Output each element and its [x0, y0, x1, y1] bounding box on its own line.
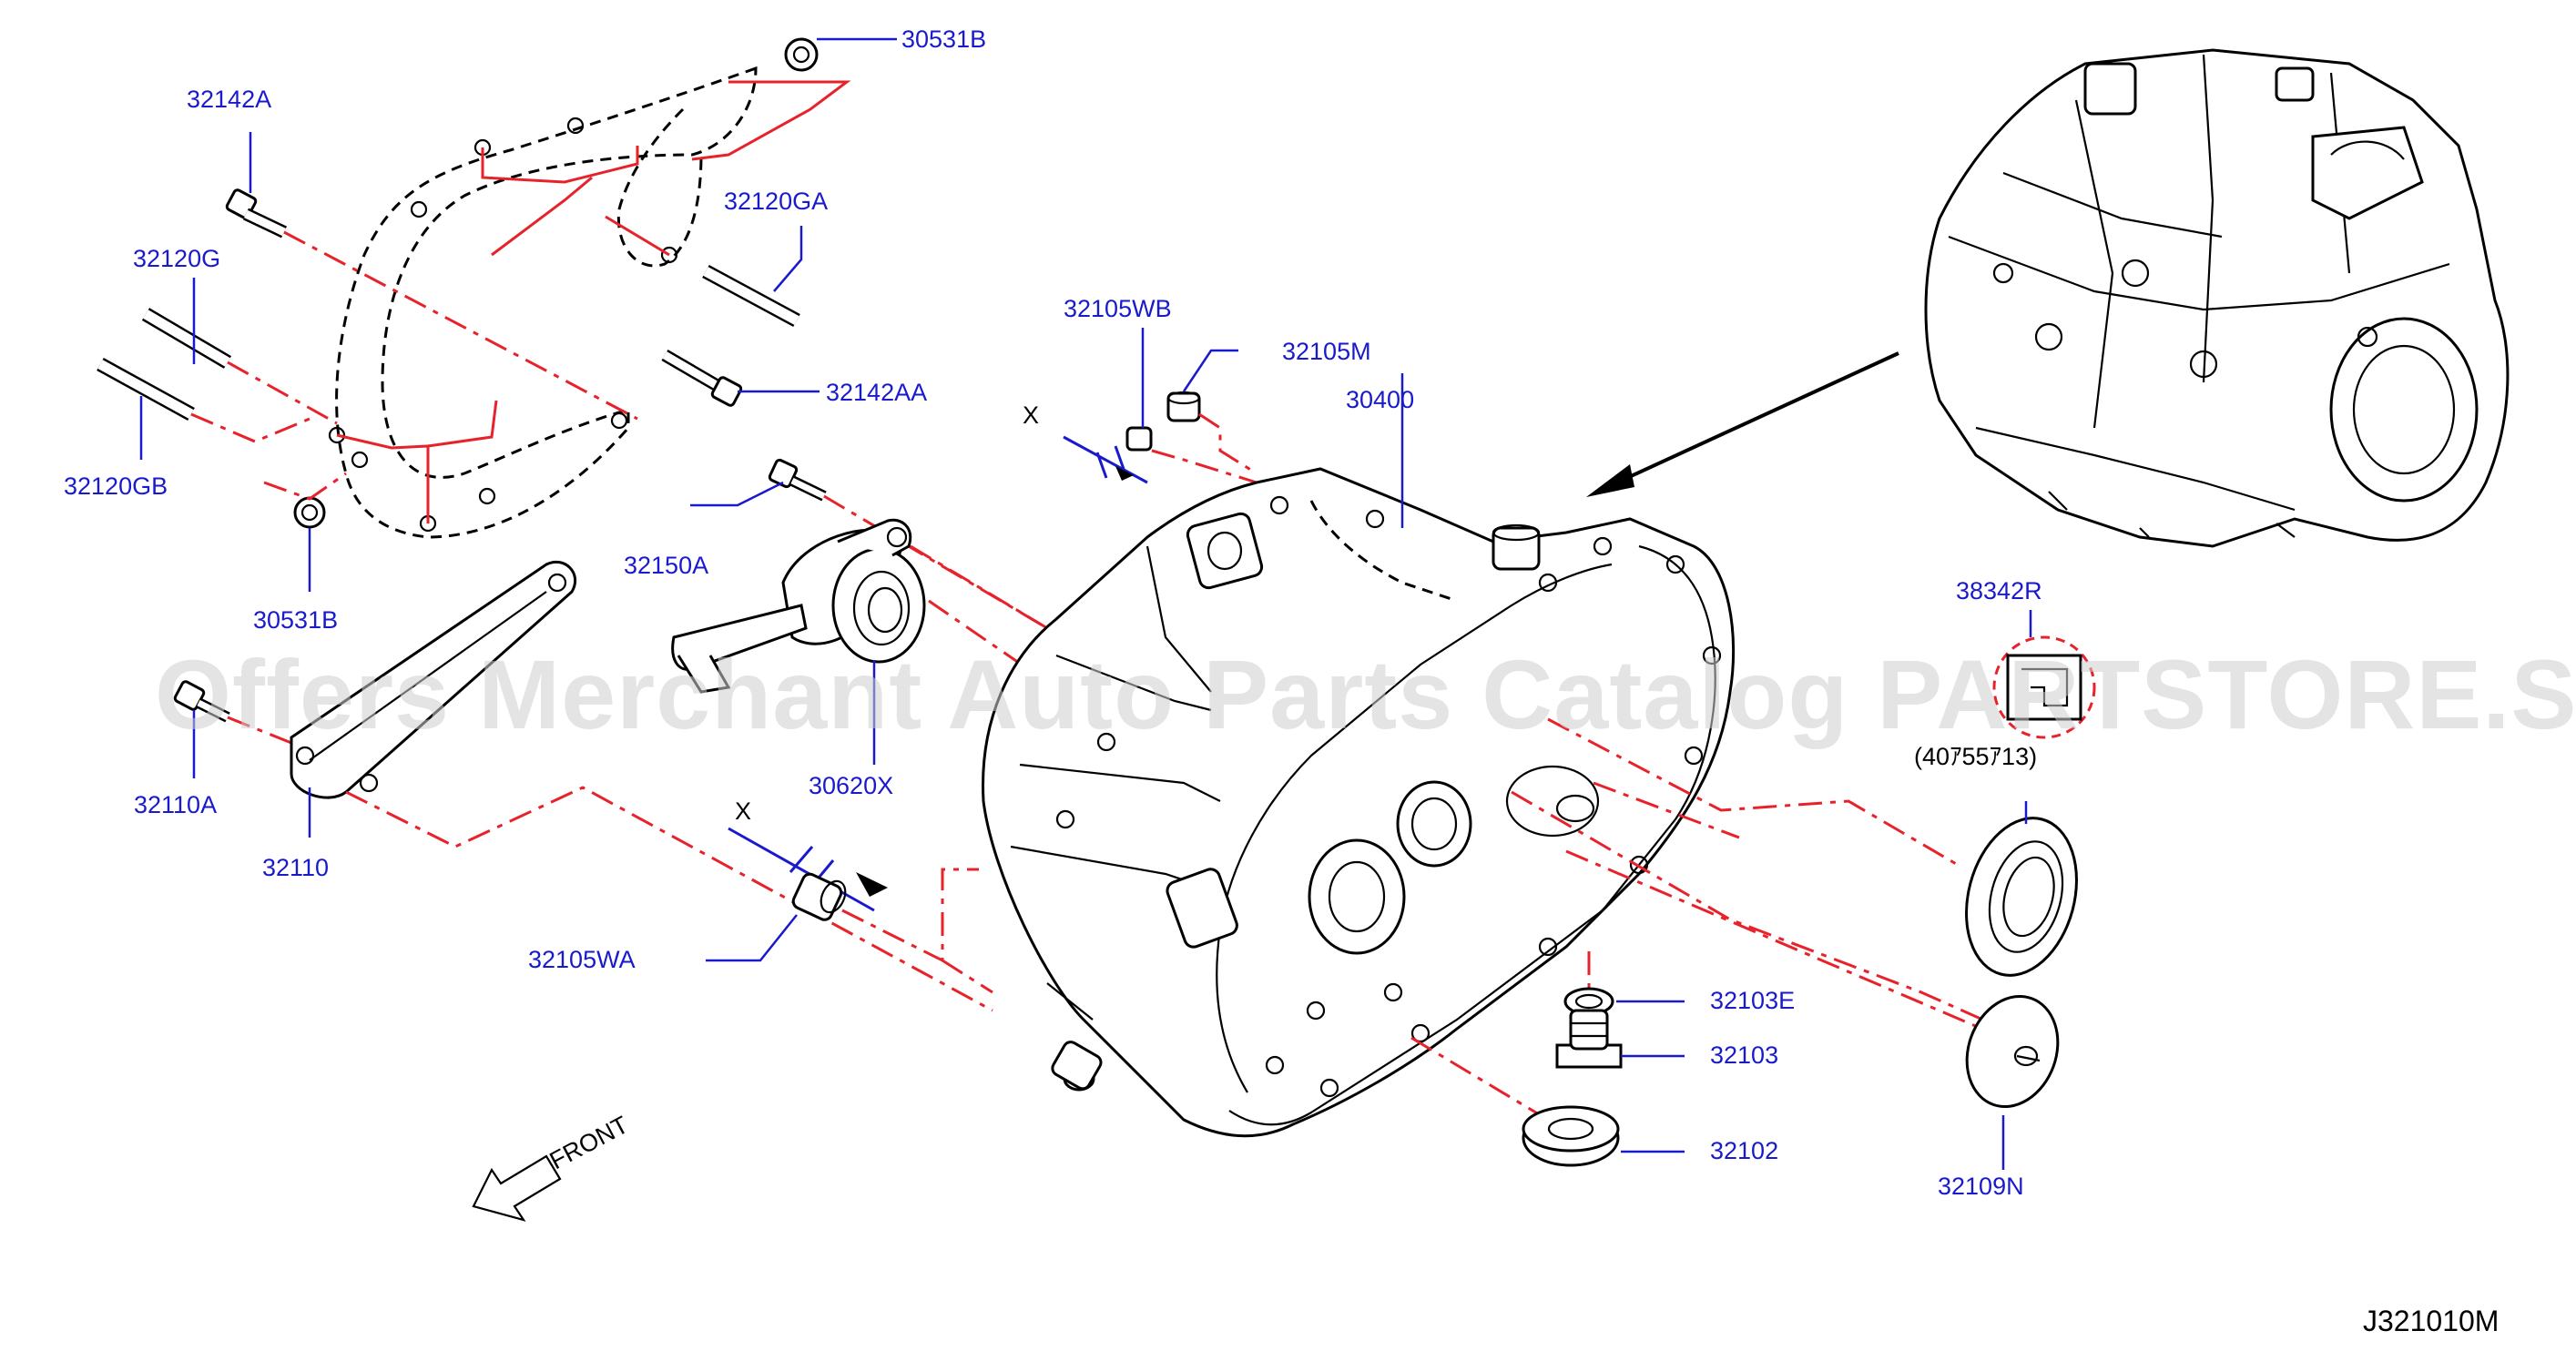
label-32110A: 32110A — [134, 791, 217, 818]
gasket-plate — [328, 66, 758, 539]
nut-30531B-top — [784, 37, 819, 72]
label-32142A: 32142A — [187, 86, 271, 113]
label-32120GA: 32120GA — [724, 188, 828, 215]
transmission-case-30400 — [982, 467, 1736, 1138]
stud-32120GB — [97, 357, 195, 422]
nut-30531B-bottom — [293, 496, 326, 529]
transmission-assembly-view — [1924, 48, 2510, 548]
label-30400: 30400 — [1346, 386, 1414, 413]
label-38342R-dimensions: (40ｱ55ｱ13) — [1914, 743, 2037, 770]
label-38342R: 38342R — [1956, 577, 2042, 604]
cap-32109N — [1965, 994, 2060, 1109]
bolt-32142A — [225, 188, 288, 239]
slave-cylinder-30620X — [671, 518, 926, 694]
label-32105M: 32105M — [1282, 338, 1371, 365]
watermark: Offers Merchant Auto Parts Catalog PARTS… — [155, 639, 2576, 749]
bolt-32150A — [768, 458, 827, 502]
front-indicator: FRONT — [472, 1111, 633, 1222]
label-x-top: X — [1023, 401, 1039, 429]
label-30531B-top: 30531B — [901, 25, 986, 53]
bolt-32110A — [173, 680, 230, 723]
oil-seal-38342R — [1965, 817, 2078, 977]
label-x-bottom: X — [735, 797, 751, 825]
label-32109N: 32109N — [1938, 1173, 2024, 1200]
stud-32120G — [141, 308, 232, 369]
label-32103E: 32103E — [1710, 987, 1795, 1014]
label-30531B-bottom: 30531B — [253, 606, 338, 634]
direction-arrow — [1586, 351, 1899, 497]
label-32103: 32103 — [1710, 1041, 1778, 1069]
plug-32105M — [1166, 391, 1201, 422]
label-32120G: 32120G — [133, 245, 220, 272]
x-dimension-top — [1063, 435, 1148, 484]
seal-38342R-detail — [1992, 635, 2096, 739]
bushing-32105WA — [791, 872, 847, 921]
label-32110: 32110 — [262, 854, 329, 881]
plug-32103 — [1555, 1009, 1623, 1069]
bolt-32142AA — [661, 349, 743, 407]
label-32102: 32102 — [1710, 1137, 1778, 1164]
part-labels: 30531B 32142A 32120GA 32120G 32142AA 321… — [64, 25, 2042, 1200]
label-32150A: 32150A — [624, 552, 708, 579]
label-32120GB: 32120GB — [64, 472, 168, 500]
bushing-32105WB — [1125, 426, 1153, 452]
gasket-red-links — [336, 80, 851, 523]
label-32105WA: 32105WA — [528, 946, 636, 973]
label-30620X: 30620X — [809, 772, 893, 799]
diagram-code: J321010M — [2363, 1305, 2499, 1337]
seal-32102 — [1522, 1105, 1620, 1167]
front-label: FRONT — [545, 1111, 633, 1174]
label-32105WB: 32105WB — [1064, 295, 1172, 322]
stud-32120GA — [702, 264, 800, 328]
leader-lines — [139, 37, 2032, 1170]
label-32142AA: 32142AA — [826, 379, 927, 406]
